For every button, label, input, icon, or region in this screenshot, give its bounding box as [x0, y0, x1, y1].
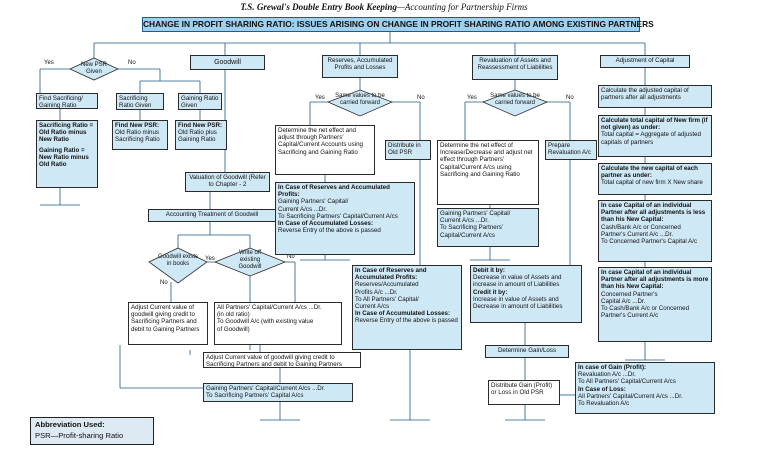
heading-goodwill: Goodwill [190, 55, 265, 70]
reserves-loss-body: Reverse Entry of the above is passed [278, 227, 381, 235]
capital-more-body: Concerned Partner's Capital A/c ...Dr. T… [601, 290, 690, 320]
box-sac-given: Sacrificing Ratio Given [116, 93, 164, 110]
book-subtitle: Accounting for Partnership Firms [404, 2, 528, 12]
label-no: No [287, 254, 295, 260]
box-capital-less: In case Capital of an individual Partner… [598, 200, 712, 262]
label-no: No [128, 60, 136, 66]
box-gain-given: Gaining Ratio Given [178, 93, 222, 110]
box-all-partners-goodwill: All Partners' Capital/Current A/cs ...Dr… [214, 302, 342, 345]
reserves-entry-title: In Case of Reserves and Accumulated Prof… [278, 184, 390, 199]
chart-title: CHANGE IN PROFIT SHARING RATIO: ISSUES A… [142, 17, 654, 32]
old-psr-loss-title: In Case of Accumulated Losses: [355, 310, 451, 318]
capital-less-body: Cash/Bank A/c or Concerned Partner's Cur… [601, 223, 698, 246]
book-title: T.S. Grewal's Double Entry Book Keeping [240, 2, 397, 12]
box-distribute-gain-loss: Distribute Gain (Profit) or Loss in Old … [488, 380, 560, 405]
debit-title: Debit it by: [473, 267, 505, 274]
box-calc-new: Calculate the new capital of each partne… [598, 163, 712, 195]
old-psr-entry-body: Reserves/Accumulated Profits A/c ...Dr. … [355, 281, 419, 311]
calc-new-body: Total capital of new firm X New share [601, 179, 703, 187]
old-psr-loss-body: Reverse Entry of the above is passed [355, 317, 458, 325]
credit-title: Credit it by: [473, 288, 508, 296]
heading-revaluation: Revaluation of Assets and Reassessment o… [472, 55, 558, 80]
reserves-loss-title: In Case of Accumulated Losses: [278, 220, 374, 228]
diamond-new-psr [69, 57, 119, 81]
gain-body: Revaluation A/c ...Dr. To All Partners' … [578, 371, 676, 386]
formula-sac-label: Sacrificing Ratio = [39, 122, 94, 129]
label-no: No [566, 95, 574, 101]
formula-gain-label: Gaining Ratio = [39, 146, 85, 154]
box-gain-loss-entries: In case of Gain (Profit): Revaluation A/… [575, 362, 715, 414]
box-new-psr-gain: Find New PSR: Old Ratio plus Gaining Rat… [175, 120, 227, 150]
new-psr-sac-title: Find New PSR: [115, 122, 160, 129]
page-header: T.S. Grewal's Double Entry Book Keeping—… [240, 2, 528, 12]
box-goodwill-entry: Gaining Partners' Capital/Current A/cs .… [203, 383, 353, 402]
diamond-text-goodwill-exists: Goodwill exists in books [157, 254, 198, 267]
abbreviation-title: Abbreviation Used: [35, 420, 105, 429]
box-reserves-determine: Determine the net effect and adjust thro… [275, 125, 375, 175]
label-no: No [160, 280, 168, 286]
box-distribute-old-psr: Distribute in Old PSR [385, 140, 431, 160]
box-reserves-entry: In Case of Reserves and Accumulated Prof… [275, 182, 415, 255]
diamond-revaluation-same [481, 89, 549, 117]
box-psr-formulas: Sacrificing Ratio = Old Ratio minus New … [36, 120, 98, 188]
box-capital-more: In case Capital of an individual Partner… [598, 267, 712, 342]
heading-reserves: Reserves, Accumulated Profits and Losses [322, 55, 398, 78]
calc-total-body: Total capital = Aggregate of adjusted ca… [601, 131, 701, 146]
box-debit-credit: Debit it by: Decrease in value of Assets… [470, 265, 582, 323]
box-revaluation-entry: Gaining Partners' Capital/ Current A/cs … [437, 208, 539, 247]
label-yes: Yes [205, 256, 215, 262]
label-yes: Yes [467, 95, 477, 101]
diamond-write-off [213, 247, 287, 277]
box-prepare-revaluation: Prepare Revaluation A/c [545, 140, 597, 160]
box-adjust-goodwill-left: Adjust Current value of goodwill giving … [128, 302, 208, 345]
diamond-text-reserves: Same values to be carried forward [335, 93, 385, 106]
new-psr-gain-body: Old Ratio plus Gaining Ratio [178, 129, 217, 144]
box-calc-adjusted: Calculate the adjusted capital of partne… [598, 85, 712, 108]
calc-total-title: Calculate total capital of New firm (if … [601, 117, 708, 132]
box-determine-gain-loss: Determine Gain/Loss [485, 345, 569, 358]
calc-new-title: Calculate the new capital of each partne… [601, 165, 698, 180]
diamond-text-write-off: Write off existing Goodwill [238, 250, 262, 270]
box-valuation-goodwill: Valuation of Goodwill (Refer to Chapter … [185, 172, 270, 192]
box-calc-total: Calculate total capital of New firm (if … [598, 115, 712, 157]
box-reserves-old-psr-entry: In Case of Reserves and Accumulated Prof… [352, 265, 462, 350]
loss-body: All Partners' Capital/Current A/cs ...Dr… [578, 392, 683, 408]
diamond-goodwill-exists [148, 247, 208, 284]
box-new-psr-sac: Find New PSR: Old Ratio minus Sacrificin… [112, 120, 168, 150]
loss-title: In Case of Loss: [578, 385, 626, 393]
new-psr-sac-body: Old Ratio minus Sacrificing Ratio [115, 129, 160, 144]
gain-title: In case of Gain (Profit): [578, 364, 647, 371]
new-psr-gain-title: Find New PSR: [178, 122, 223, 129]
formula-sac-body: Old Ratio minus New Ratio [39, 129, 87, 144]
debit-body: Decrease in value of Assets and increase… [473, 274, 562, 289]
label-yes: Yes [44, 60, 54, 66]
label-yes: Yes [315, 95, 325, 101]
diamond-reserves-same [326, 89, 394, 117]
reserves-entry-body: Gaining Partners' Capital/ Current A/cs … [278, 198, 398, 220]
box-revaluation-determine: Determine the net effect of Increase/Dec… [437, 140, 539, 205]
label-no: No [417, 95, 425, 101]
credit-body: Increase in value of Assets and Decrease… [473, 295, 563, 311]
capital-more-title: In case Capital of an individual Partner… [601, 269, 709, 291]
formula-gain-body: New Ratio minus Old Ratio [39, 153, 89, 169]
diamond-text-new-psr: New PSR Given [80, 62, 107, 75]
box-adjust-goodwill-mid: Adjust Current value of goodwill giving … [203, 352, 361, 368]
heading-capital: Adjustment of Capital [600, 55, 690, 68]
box-accounting-treatment: Accounting Treatment of Goodwill [148, 209, 276, 222]
box-find-sac-gain: Find Sacrificing/ Gaining Ratio [36, 93, 98, 109]
abbreviation-body: PSR—Profit-sharing Ratio [35, 431, 124, 440]
abbreviation-box: Abbreviation Used: PSR—Profit-sharing Ra… [30, 417, 154, 445]
old-psr-entry-title: In Case of Reserves and Accumulated Prof… [355, 267, 427, 282]
capital-less-title: In case Capital of an individual Partner… [601, 202, 706, 224]
diamond-text-revaluation: Same values to be carried forward [490, 93, 540, 106]
